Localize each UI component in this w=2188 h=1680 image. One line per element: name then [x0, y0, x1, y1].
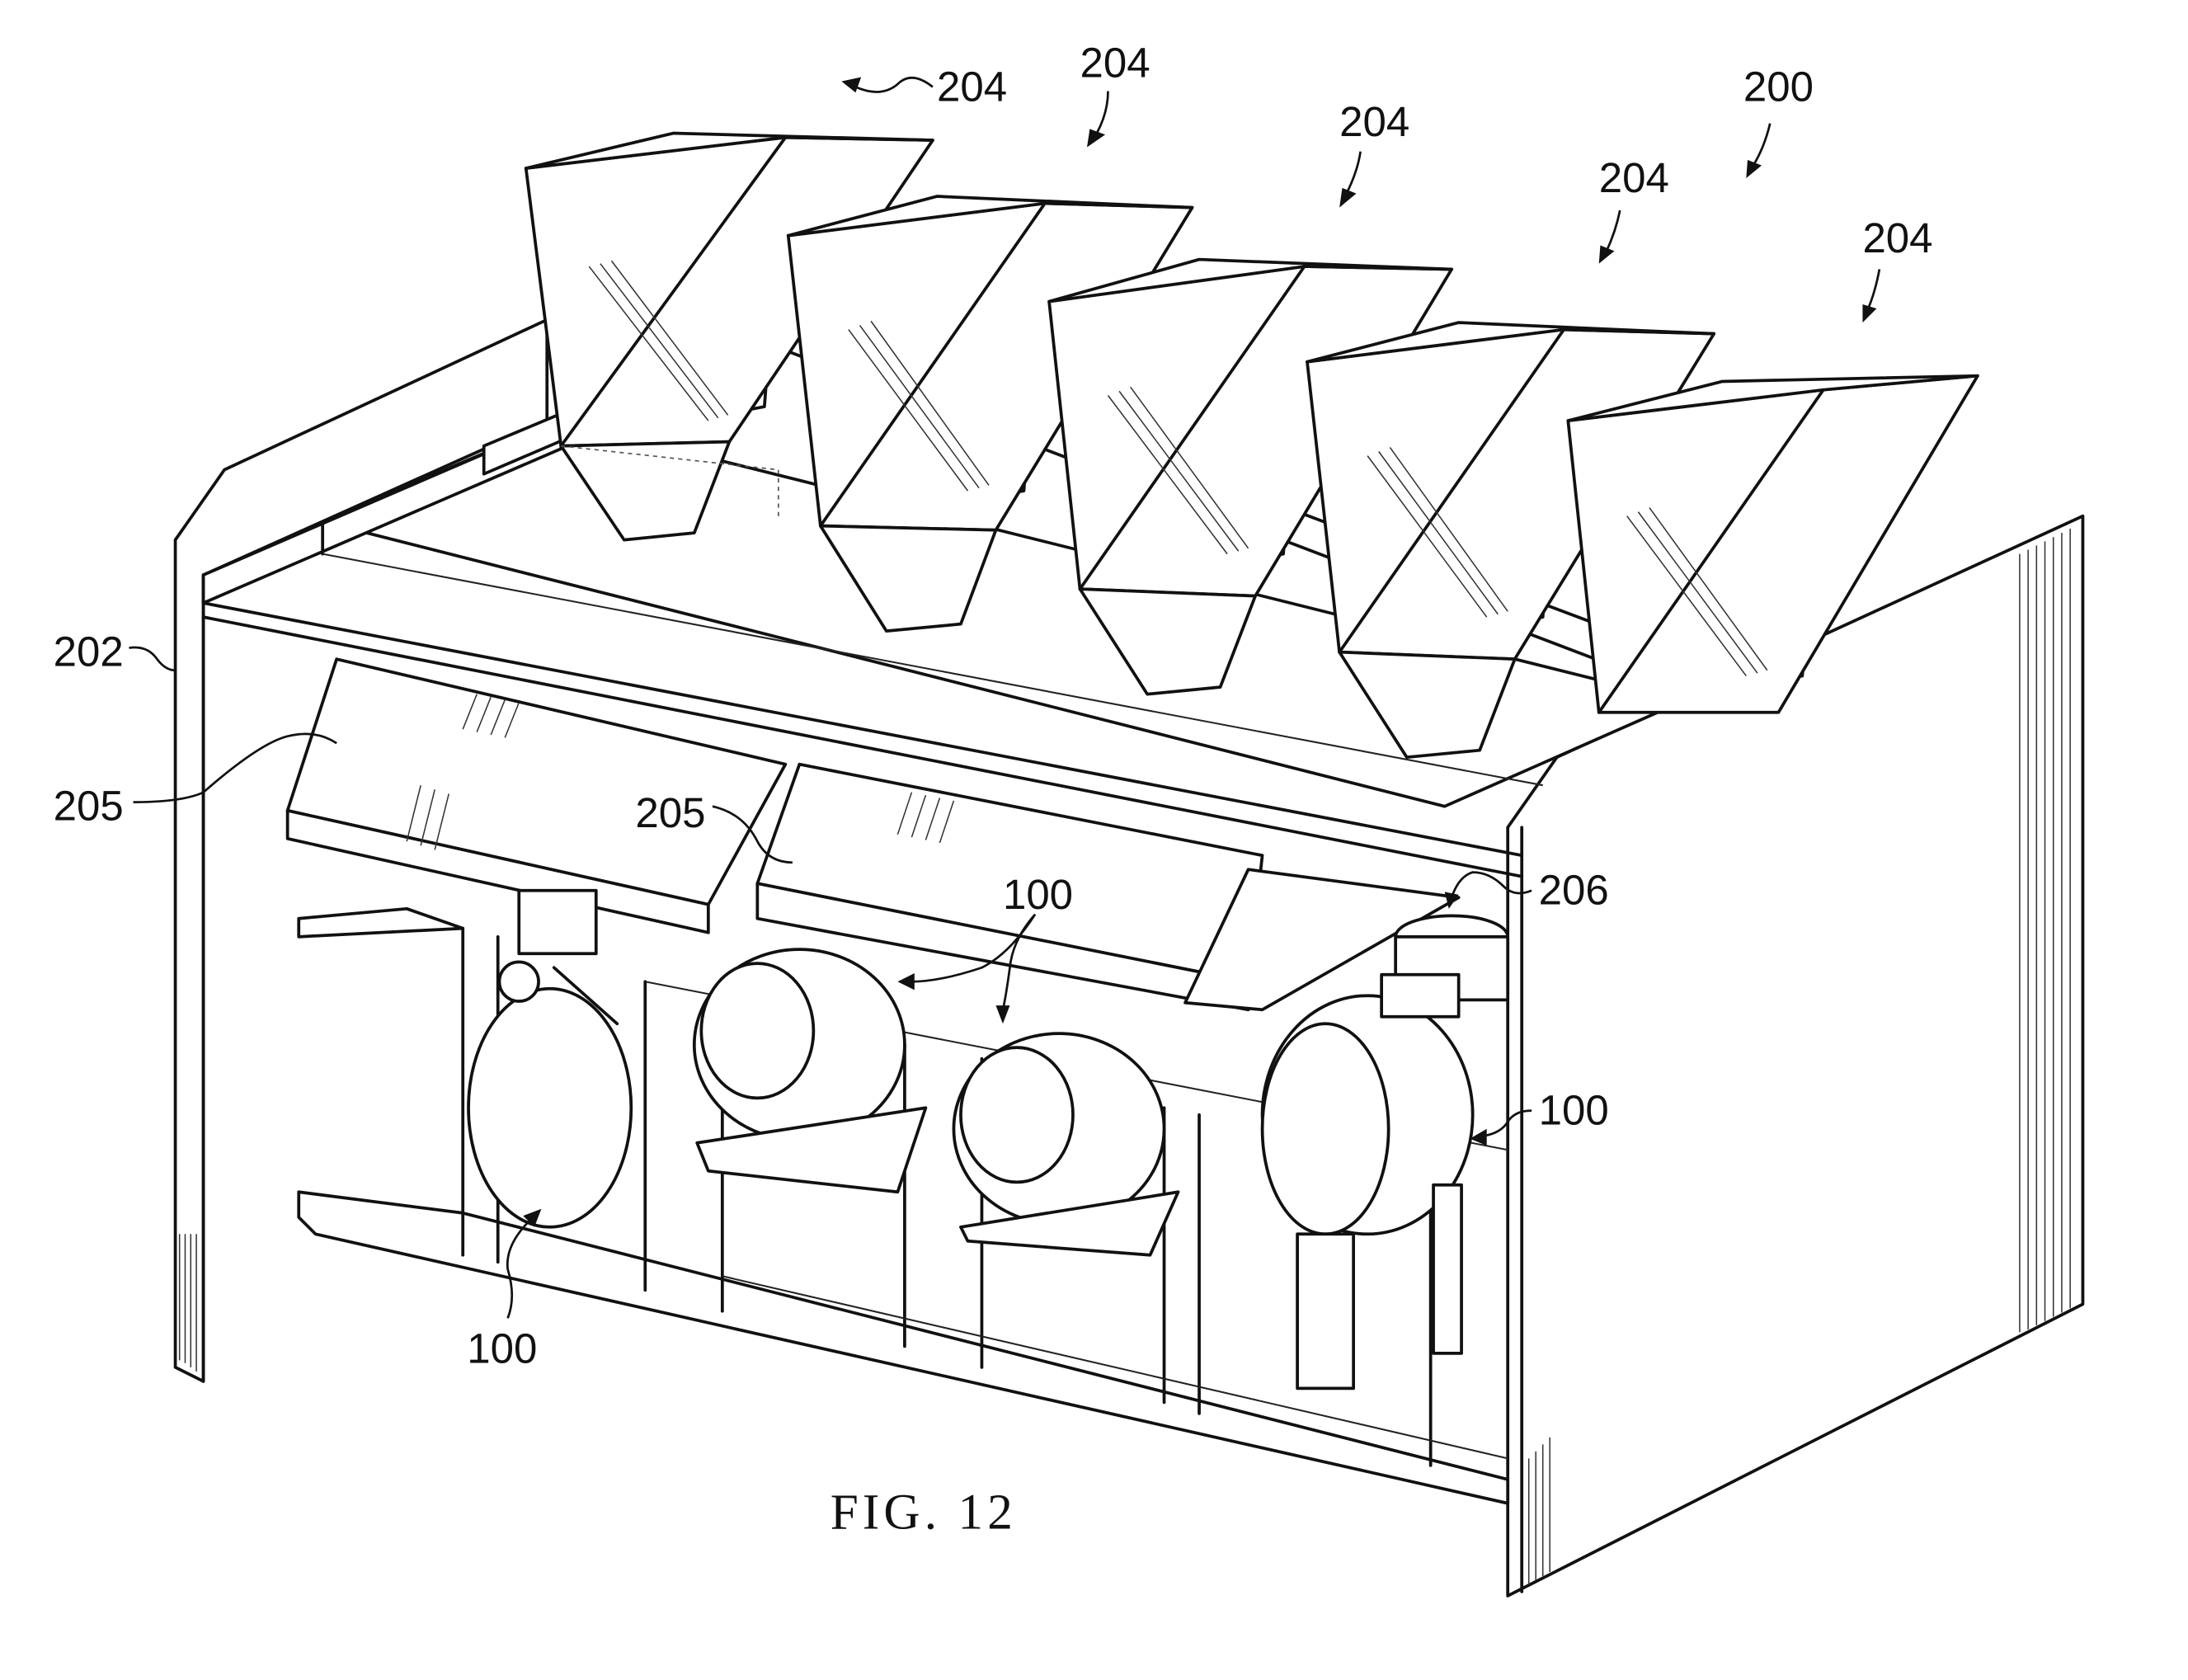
ref-numeral: 204: [1080, 40, 1150, 87]
drum-left: [467, 888, 633, 1229]
hopper-row: [524, 131, 1979, 760]
ref-numeral: 204: [1599, 154, 1669, 201]
label-204-e: 204: [1862, 214, 1933, 323]
label-100-top: 100: [897, 871, 1073, 1024]
figure-caption: FIG. 12: [830, 1484, 1017, 1540]
lower-frame: [297, 906, 1510, 1505]
hopper-2: [786, 195, 1194, 633]
chute-left: [285, 657, 788, 934]
ref-numeral: 205: [54, 783, 124, 830]
ref-numeral: 205: [635, 789, 705, 836]
drum-middle-right: [952, 1032, 1180, 1257]
ref-numeral: 206: [1539, 867, 1609, 914]
hopper-5: [1566, 374, 1979, 714]
label-202: 202: [54, 628, 176, 675]
label-205-a: 205: [54, 732, 337, 830]
label-100-bottom: 100: [467, 1208, 542, 1372]
label-204-d: 204: [1598, 154, 1669, 264]
drum-middle-left: [692, 948, 928, 1194]
label-204-a: 204: [841, 63, 1007, 110]
ref-numeral: 204: [1339, 98, 1409, 145]
ref-numeral: 100: [467, 1325, 537, 1372]
label-100-right: 100: [1470, 1087, 1609, 1146]
ref-numeral: 204: [937, 63, 1007, 110]
hopper-1: [524, 131, 934, 542]
chute-right: [755, 762, 1461, 1012]
drum-right: [1260, 994, 1475, 1391]
label-206: 206: [1444, 867, 1609, 914]
dispense-outlet: [1380, 914, 1510, 1019]
right-side-panel: [1506, 514, 2085, 1598]
label-205-b: 205: [635, 789, 793, 864]
label-204-c: 204: [1339, 98, 1409, 208]
label-204-b: 204: [1080, 40, 1150, 148]
ref-numeral: 100: [1003, 871, 1073, 918]
ref-numeral: 204: [1862, 214, 1932, 261]
ref-numeral: 202: [54, 628, 124, 675]
ref-numeral: 200: [1743, 63, 1814, 110]
label-200: 200: [1743, 63, 1814, 178]
ref-numeral: 100: [1539, 1087, 1609, 1134]
